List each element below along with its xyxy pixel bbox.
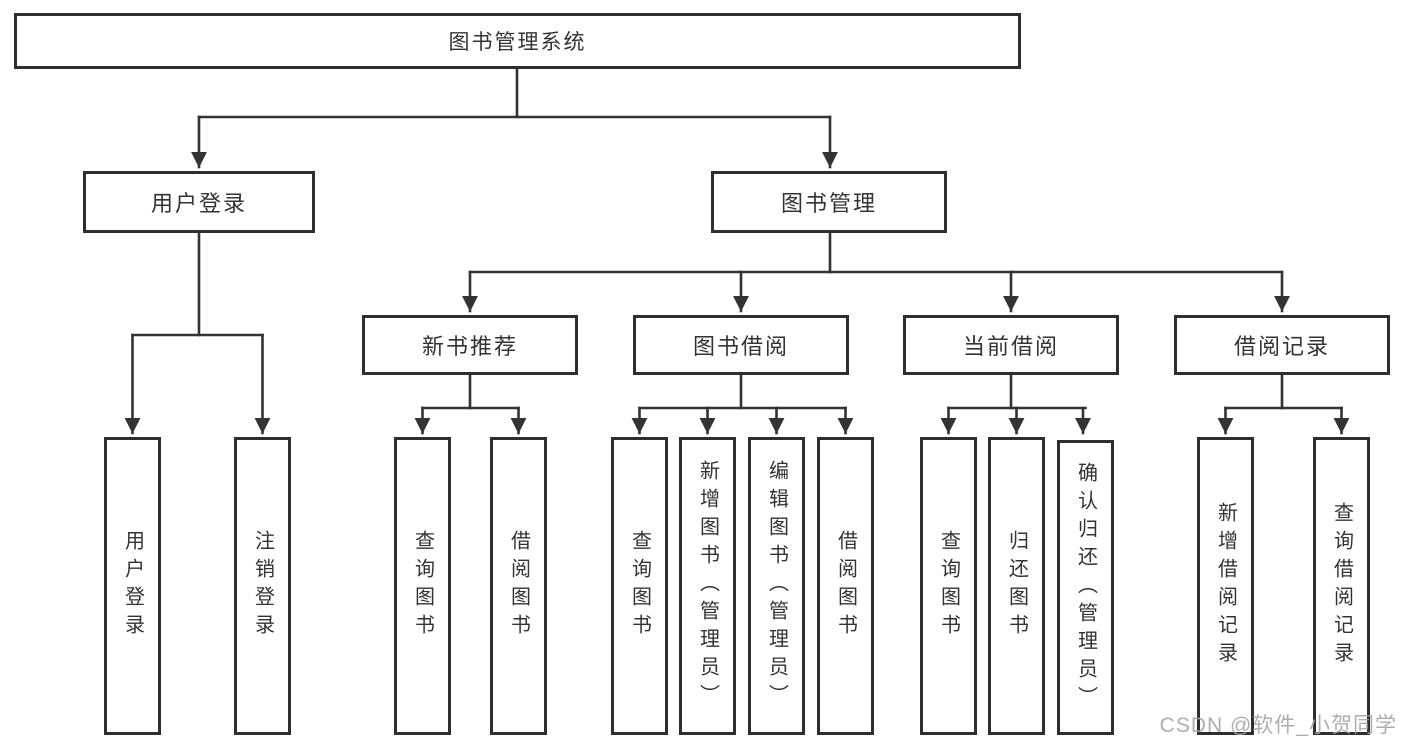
node-borrow-records: 借阅记录 xyxy=(1174,315,1390,375)
node-label: 注销登录 xyxy=(251,530,274,642)
node-label: 借阅图书 xyxy=(834,530,857,642)
leaf-current-query-books: 查询图书 xyxy=(920,437,977,735)
node-label: 新增借阅记录 xyxy=(1214,502,1237,670)
csdn-watermark: CSDN @软件_小贺同学 xyxy=(1159,714,1397,737)
leaf-recommend-query-books: 查询图书 xyxy=(394,437,451,735)
leaf-borrow-books: 借阅图书 xyxy=(817,437,874,735)
node-label: 查询图书 xyxy=(937,530,960,642)
node-label: 确认归还（管理员） xyxy=(1074,461,1097,714)
node-label: 归还图书 xyxy=(1005,530,1028,642)
node-label: 用户登录 xyxy=(150,191,247,216)
leaf-recommend-borrow-books: 借阅图书 xyxy=(490,437,547,735)
node-label: 用户登录 xyxy=(121,530,144,642)
node-label: 图书管理 xyxy=(780,191,877,216)
leaf-edit-books-admin: 编辑图书（管理员） xyxy=(748,437,805,735)
node-label: 借阅记录 xyxy=(1233,334,1330,359)
leaf-user-login: 用户登录 xyxy=(104,437,161,735)
leaf-query-borrow-record: 查询借阅记录 xyxy=(1313,437,1370,735)
leaf-return-books: 归还图书 xyxy=(988,437,1045,735)
leaf-add-books-admin: 新增图书（管理员） xyxy=(679,437,736,735)
node-label: 查询图书 xyxy=(411,530,434,642)
node-label: 编辑图书（管理员） xyxy=(765,460,788,712)
node-label: 查询借阅记录 xyxy=(1330,502,1353,670)
node-label: 查询图书 xyxy=(628,530,651,642)
node-label: 当前借阅 xyxy=(962,334,1059,359)
node-new-book-recommend: 新书推荐 xyxy=(362,315,578,375)
leaf-logout: 注销登录 xyxy=(234,437,291,735)
node-label: 借阅图书 xyxy=(507,530,530,642)
leaf-confirm-return-admin: 确认归还（管理员） xyxy=(1057,440,1114,735)
node-user-login: 用户登录 xyxy=(83,171,315,233)
node-current-borrow: 当前借阅 xyxy=(903,315,1119,375)
node-root-system: 图书管理系统 xyxy=(14,13,1021,69)
leaf-add-borrow-record: 新增借阅记录 xyxy=(1197,437,1254,735)
node-label: 图书管理系统 xyxy=(448,31,587,54)
node-book-management: 图书管理 xyxy=(711,171,947,233)
node-label: 新书推荐 xyxy=(421,334,518,359)
node-label: 图书借阅 xyxy=(692,334,789,359)
node-book-borrow: 图书借阅 xyxy=(633,315,849,375)
node-label: 新增图书（管理员） xyxy=(696,460,719,712)
leaf-borrow-query-books: 查询图书 xyxy=(611,437,668,735)
